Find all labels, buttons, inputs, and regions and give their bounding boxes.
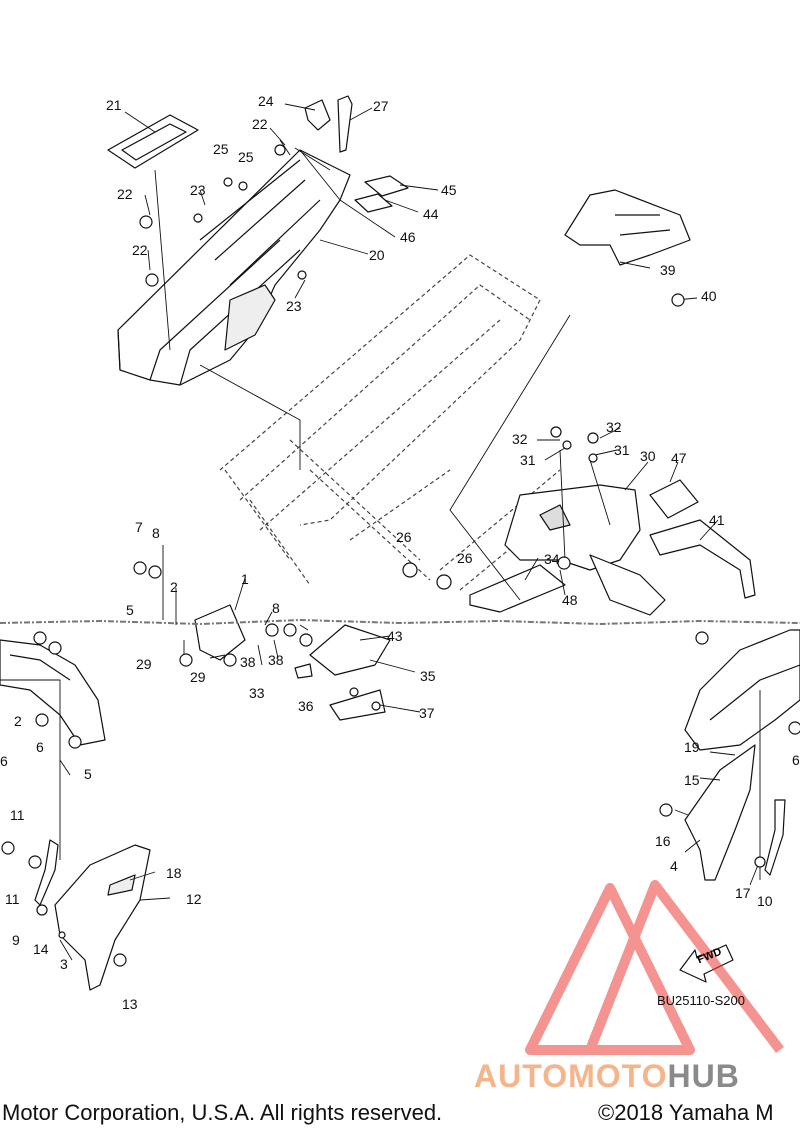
callout-number: 22 xyxy=(117,186,133,202)
callout-number: 7 xyxy=(135,519,143,535)
cable-tie xyxy=(337,95,353,153)
callout-number: 27 xyxy=(373,98,389,114)
callout-number: 6 xyxy=(792,752,800,768)
callout-number: 25 xyxy=(238,149,254,165)
callout-number: 6 xyxy=(0,753,8,769)
bracket-33 xyxy=(194,604,246,661)
callout-number: 20 xyxy=(369,247,385,263)
watermark-logo xyxy=(525,880,784,1055)
clamp xyxy=(304,99,331,131)
bracket-10 xyxy=(764,799,786,876)
callout-number: 33 xyxy=(249,685,265,701)
rear-fender-tray xyxy=(117,149,351,386)
callout-number: 6 xyxy=(36,739,44,755)
callout-number: 38 xyxy=(240,654,256,670)
callout-number: 44 xyxy=(423,206,439,222)
bracket-9 xyxy=(34,839,59,906)
rear-frame xyxy=(219,254,576,591)
callout-number: 1 xyxy=(241,571,249,587)
callout-number: 3 xyxy=(60,956,68,972)
callout-number: 46 xyxy=(400,229,416,245)
callout-number: 9 xyxy=(12,932,20,948)
callout-number: 16 xyxy=(655,833,671,849)
callout-number: 11 xyxy=(10,807,25,823)
tail-bracket xyxy=(564,189,691,266)
stay-plate xyxy=(309,624,391,676)
plate-37 xyxy=(329,689,386,721)
callout-number: 31 xyxy=(614,442,630,458)
callout-number: 24 xyxy=(258,93,274,109)
callout-number: 32 xyxy=(606,419,622,435)
callout-number: 47 xyxy=(671,450,687,466)
callout-number: 4 xyxy=(670,858,678,874)
callout-number: 41 xyxy=(709,512,725,528)
callout-number: 13 xyxy=(122,996,138,1012)
front-fender-right xyxy=(684,629,800,751)
watermark-text-a: AUTOMOTO xyxy=(474,1058,668,1094)
callout-number: 17 xyxy=(735,885,751,901)
callout-number: 30 xyxy=(640,448,656,464)
callout-number: 2 xyxy=(14,713,22,729)
tear-line xyxy=(0,619,800,625)
callout-number: 38 xyxy=(268,652,284,668)
callout-number: 40 xyxy=(701,288,717,304)
callout-number: 26 xyxy=(396,529,412,545)
callout-number: 14 xyxy=(33,941,49,957)
callout-number: 29 xyxy=(136,656,152,672)
reflector xyxy=(649,479,699,519)
callout-number: 39 xyxy=(660,262,676,278)
callout-number: 36 xyxy=(298,698,314,714)
callout-number: 45 xyxy=(441,182,457,198)
callout-number: 8 xyxy=(152,525,160,541)
callout-number: 15 xyxy=(684,772,700,788)
callout-number: 32 xyxy=(512,431,528,447)
fender-cover xyxy=(54,844,151,991)
watermark-text-b: HUB xyxy=(667,1058,740,1094)
document-code: BU25110-S200 xyxy=(657,993,745,1008)
callout-number: 8 xyxy=(272,600,280,616)
callout-number: 12 xyxy=(186,891,202,907)
callout-number: 26 xyxy=(457,550,473,566)
callout-number: 19 xyxy=(684,739,700,755)
callout-number: 23 xyxy=(286,298,302,314)
callout-number: 2 xyxy=(170,579,178,595)
fender-cover-right xyxy=(684,744,756,881)
footer-copyright-right: ©2018 Yamaha M xyxy=(598,1100,774,1125)
callout-number: 48 xyxy=(562,592,578,608)
leader-lines xyxy=(0,103,761,971)
callout-number: 23 xyxy=(190,182,206,198)
fwd-arrow xyxy=(679,944,734,983)
callout-number: 10 xyxy=(757,893,773,909)
label-plate xyxy=(364,175,409,197)
rubber-pad xyxy=(107,114,199,169)
callout-number: 34 xyxy=(544,551,560,567)
label-plate xyxy=(354,193,393,213)
callout-number: 21 xyxy=(106,97,122,113)
callout-number: 43 xyxy=(387,628,403,644)
front-fender-left xyxy=(0,639,106,746)
plate-bracket xyxy=(649,519,756,599)
callout-number: 18 xyxy=(166,865,182,881)
callout-number: 31 xyxy=(520,452,536,468)
callout-number: 5 xyxy=(126,602,134,618)
callout-number: 35 xyxy=(420,668,436,684)
callout-number: 5 xyxy=(84,766,92,782)
callout-number: 22 xyxy=(132,242,148,258)
stay xyxy=(469,564,566,613)
watermark-text: AUTOMOTOHUB xyxy=(474,1058,740,1095)
callout-number: 29 xyxy=(190,669,206,685)
footer-copyright-left: Motor Corporation, U.S.A. All rights res… xyxy=(2,1100,443,1125)
fastener xyxy=(294,663,313,679)
hardware-bolts xyxy=(1,144,800,967)
callout-number: 11 xyxy=(5,891,20,907)
callout-number: 22 xyxy=(252,116,268,132)
callout-number: 37 xyxy=(419,705,435,721)
callout-number: 25 xyxy=(213,141,229,157)
